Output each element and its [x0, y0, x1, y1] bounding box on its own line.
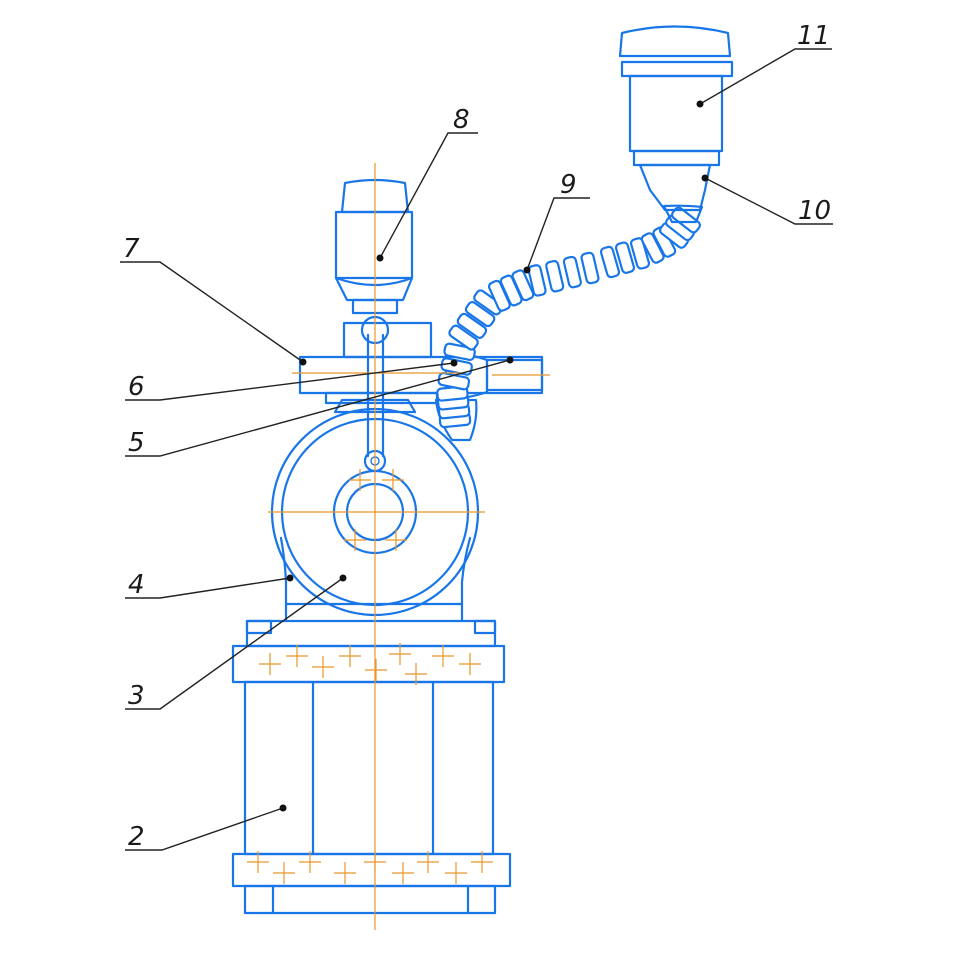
- bolt-crosshair: [312, 656, 334, 678]
- callout-6: 6: [128, 372, 145, 402]
- hose-ring: [629, 237, 651, 270]
- hose-ring: [545, 259, 565, 293]
- base-top-plate: [245, 619, 497, 648]
- bolt-crosshair: [259, 653, 281, 675]
- bolt-crosshair: [344, 529, 366, 551]
- hose-ring: [527, 264, 547, 297]
- callout-4: 4: [128, 570, 145, 600]
- bolt-crosshair: [389, 643, 411, 665]
- bolt-crosshair: [459, 653, 481, 675]
- hose-ring: [614, 241, 636, 274]
- callout-8: 8: [453, 105, 470, 135]
- callout-3: 3: [128, 681, 145, 711]
- callout-labels: 2 3 4 5 6 7 8 9 10 11: [123, 21, 831, 852]
- bolt-crosshair: [286, 645, 308, 667]
- hose-ring: [448, 324, 479, 351]
- bolt-crosshair: [334, 862, 356, 884]
- callout-11: 11: [797, 21, 830, 51]
- bolt-crosshair: [299, 851, 321, 873]
- bolt-marks: [247, 469, 493, 884]
- bolt-crosshair: [432, 645, 454, 667]
- bolt-crosshair: [364, 851, 386, 873]
- bolt-crosshair: [405, 663, 427, 685]
- bolt-crosshair: [273, 862, 295, 884]
- bolt-crosshair: [339, 645, 361, 667]
- callout-2: 2: [128, 822, 145, 852]
- bolt-crosshair: [417, 851, 439, 873]
- hose-ring: [456, 312, 488, 339]
- bolt-crosshair: [365, 659, 387, 681]
- hose-ring: [511, 269, 535, 302]
- bolt-crosshair: [247, 851, 269, 873]
- callout-9: 9: [560, 170, 577, 200]
- callout-7: 7: [123, 234, 140, 264]
- bolt-crosshair: [385, 529, 407, 551]
- bolt-crosshair: [471, 851, 493, 873]
- flexible-hose: [436, 206, 702, 429]
- bolt-crosshair: [349, 469, 371, 491]
- hose-ring: [580, 251, 600, 285]
- hose-ring: [464, 301, 496, 328]
- callout-10: 10: [798, 196, 831, 226]
- bolt-crosshair: [445, 862, 467, 884]
- leader-dots: [279, 100, 709, 812]
- bolt-crosshair: [382, 469, 404, 491]
- hose-ring: [599, 245, 621, 279]
- bolt-crosshair: [392, 862, 414, 884]
- callout-5: 5: [128, 428, 145, 458]
- hose-ring: [562, 255, 582, 289]
- hose-ring: [440, 357, 473, 376]
- leader-lines: [120, 48, 833, 851]
- hose-coupling: [662, 204, 704, 224]
- drive-motor: [334, 178, 414, 345]
- filter-unit: [618, 25, 734, 212]
